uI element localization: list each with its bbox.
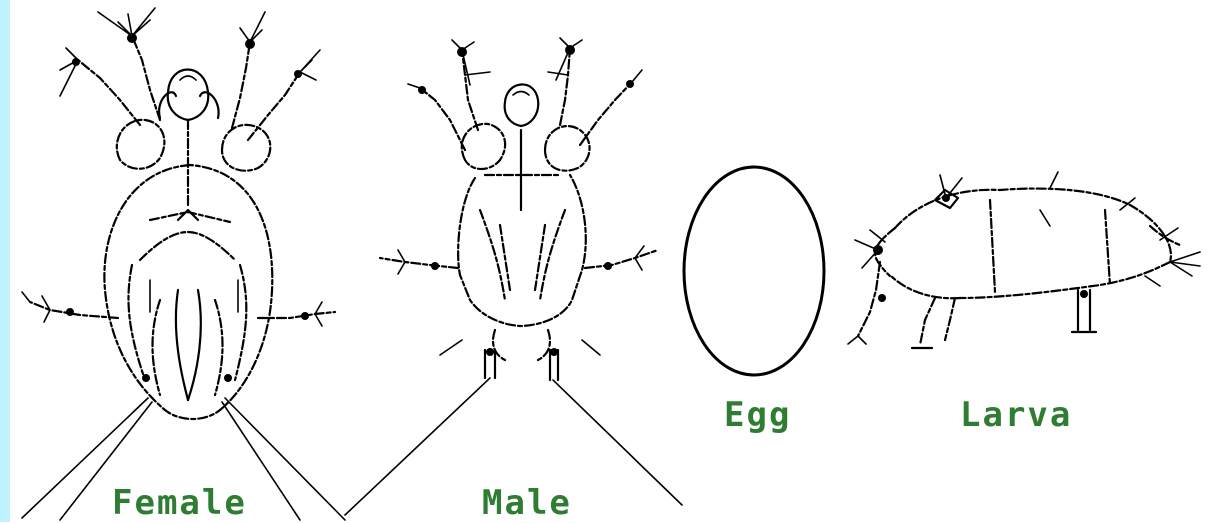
label-egg: Egg [724,398,791,432]
label-larva: Larva [960,398,1072,432]
label-female: Female [112,486,247,520]
label-male: Male [482,486,572,520]
larva-drawing [848,172,1200,348]
female-mite-drawing [22,8,345,520]
male-mite-drawing [345,38,682,515]
egg-drawing [684,167,824,375]
